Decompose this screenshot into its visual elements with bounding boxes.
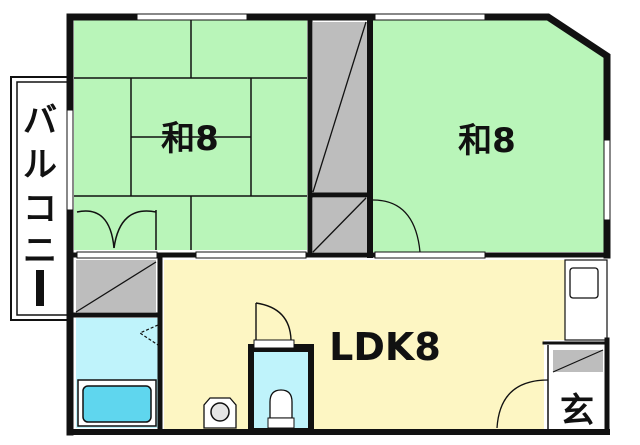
room-toilet <box>248 302 314 430</box>
room-label-washitsu-left: 和8 <box>161 119 219 159</box>
room-washitsu-left <box>74 20 307 250</box>
washbasin-icon <box>203 397 237 429</box>
kitchen-sink-icon <box>564 259 608 341</box>
bathtub-icon <box>82 385 152 423</box>
svg-text:ル: ル <box>23 145 57 185</box>
windows <box>66 13 611 259</box>
toilet-icon <box>267 389 295 429</box>
room-label-washitsu-right: 和8 <box>458 121 516 161</box>
storage-left <box>75 260 157 313</box>
svg-text:コ: コ <box>23 189 57 229</box>
svg-text:バ: バ <box>23 101 57 141</box>
closet-center <box>312 21 368 253</box>
room-washitsu-right <box>372 20 604 253</box>
svg-text:ニ: ニ <box>23 231 57 271</box>
room-bath <box>76 318 159 428</box>
balcony-label: バ ル コ ニ <box>23 101 57 306</box>
room-label-ldk: LDK8 <box>329 325 441 369</box>
room-label-genkan: 玄 <box>560 391 594 431</box>
genkan <box>496 345 606 430</box>
